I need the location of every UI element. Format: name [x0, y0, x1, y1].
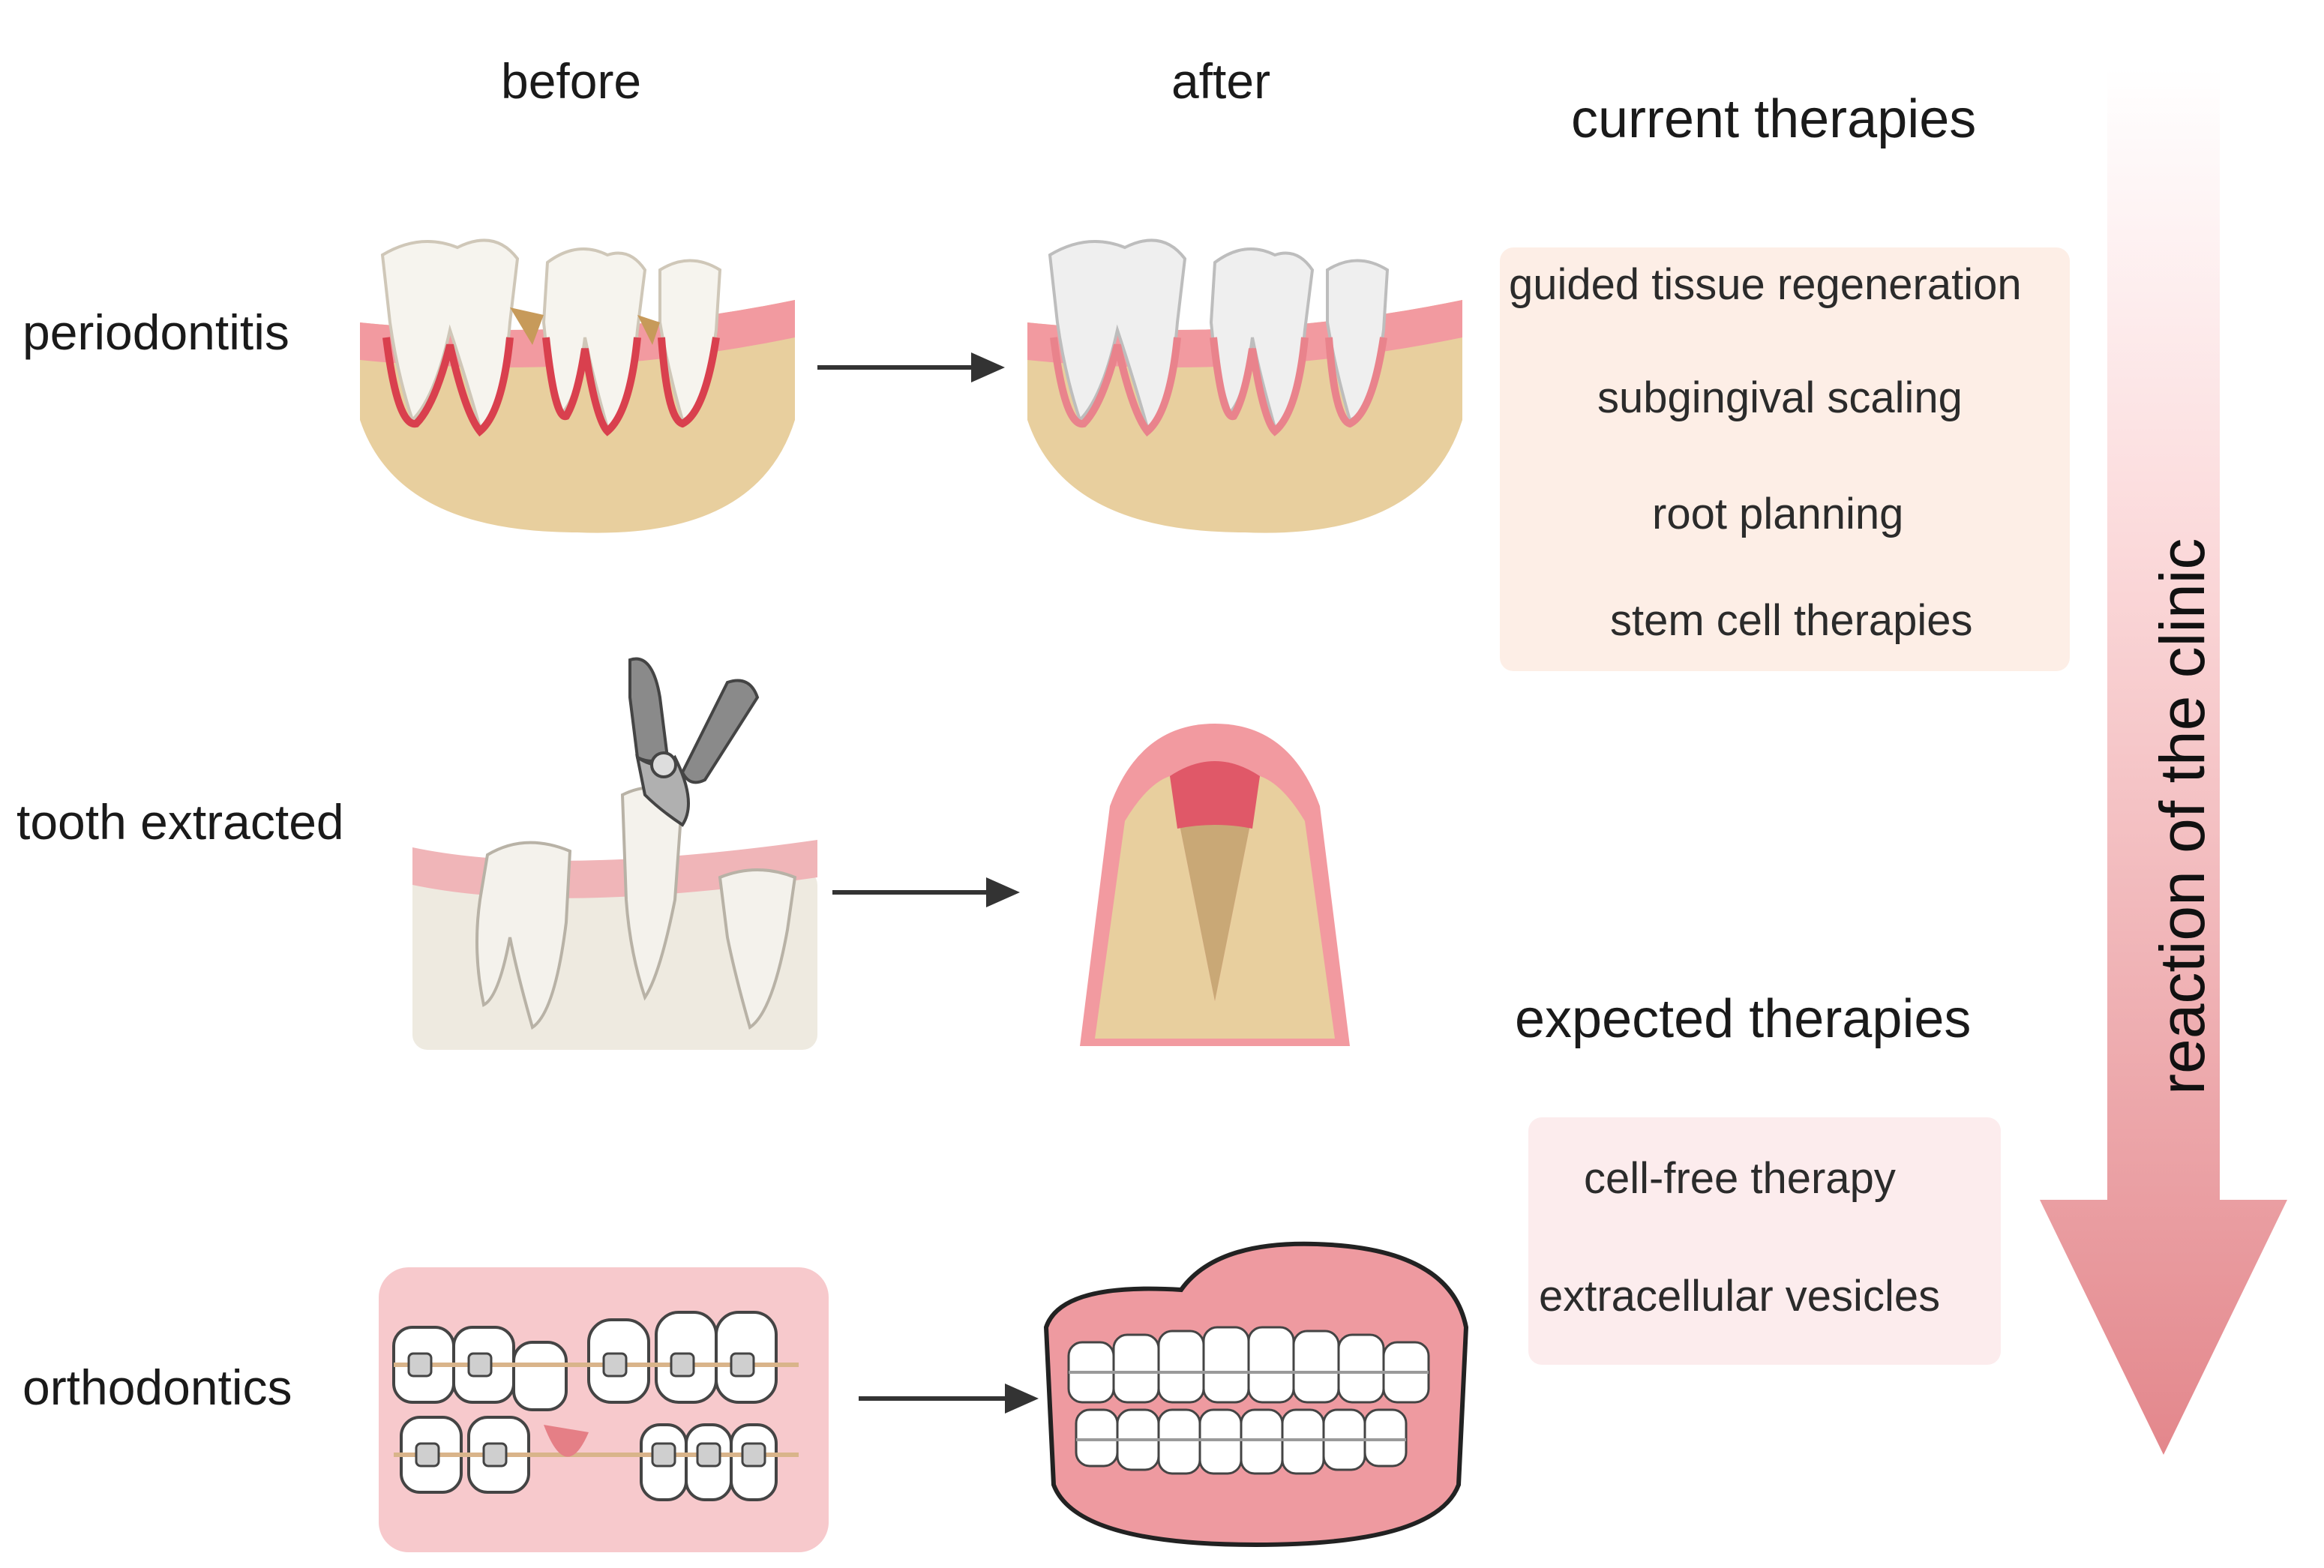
current-therapies-title: current therapies	[1571, 89, 1977, 149]
current-therapy-item: stem cell therapies	[1610, 596, 1973, 645]
current-therapy-item: subgingival scaling	[1597, 373, 1963, 422]
arrow-periodontitis	[817, 352, 1005, 382]
periodontitis-after-illustration	[1027, 238, 1462, 533]
row-label-periodontitis: periodontitis	[22, 304, 289, 360]
row-label-orthodontics: orthodontics	[22, 1360, 292, 1415]
tooth-extraction-forceps-illustration	[412, 657, 817, 1050]
arrow-orthodontics	[859, 1384, 1039, 1414]
braces-after-illustration	[1043, 1241, 1469, 1548]
row-label-tooth-extracted: tooth extracted	[16, 794, 344, 850]
column-header-after: after	[1171, 53, 1271, 109]
current-therapy-item: root planning	[1652, 490, 1904, 538]
column-header-before: before	[501, 53, 642, 109]
reaction-of-the-clinic-label: reaction of the clinic	[2147, 538, 2218, 1095]
expected-therapy-item: cell-free therapy	[1584, 1154, 1896, 1203]
arrow-tooth-extracted	[832, 877, 1020, 907]
reaction-of-the-clinic-arrow	[2040, 67, 2287, 1455]
current-therapy-item: guided tissue regeneration	[1509, 260, 2022, 309]
extraction-socket-illustration	[1080, 724, 1350, 1046]
braces-before-illustration	[379, 1267, 829, 1552]
expected-therapy-item: extracellular vesicles	[1539, 1272, 1941, 1321]
current-therapies-box	[1500, 247, 2070, 671]
periodontitis-before-illustration	[360, 238, 795, 533]
expected-therapies-box	[1528, 1117, 2001, 1365]
expected-therapies-title: expected therapies	[1515, 989, 1972, 1049]
